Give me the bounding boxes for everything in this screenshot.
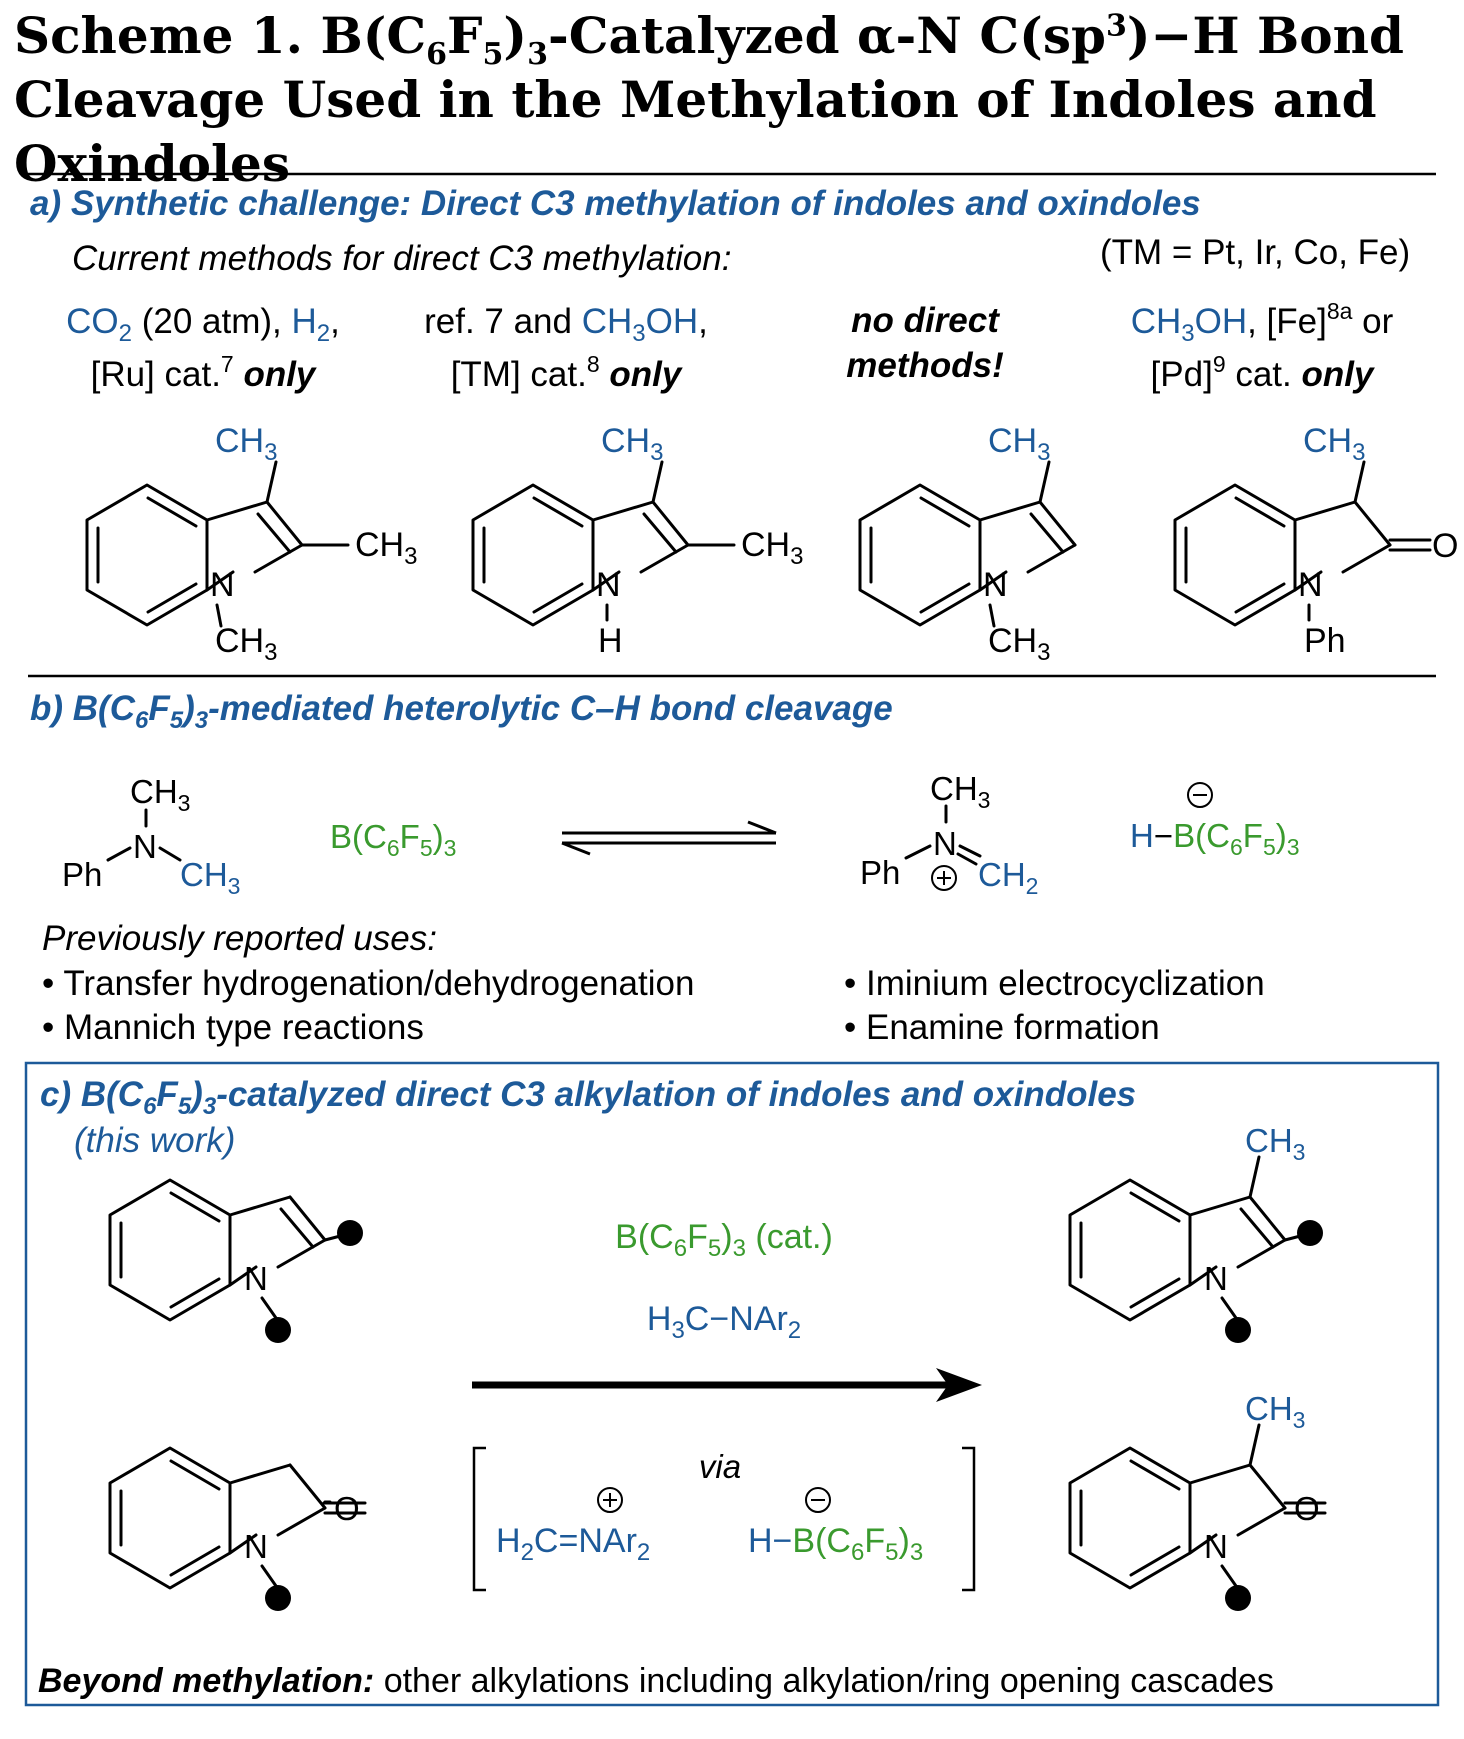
svg-text:N: N [244,1528,268,1565]
structure-dimethylaniline: CH3 N Ph CH3 [62,773,240,899]
structure-iminium: CH3 N Ph CH2 [860,770,1038,899]
svg-text:H2C=NAr2: H2C=NAr2 [496,1522,650,1566]
structure-dimethylindole: N CH3 CH3 [858,422,1077,666]
borohydride-intermediate: H−B(C6F5)3 [748,1487,923,1566]
substrate-indole: N [108,1178,363,1343]
svg-text:CH3: CH3 [215,422,277,466]
col1-line2: [Ru] cat.7 only [91,351,317,394]
structure-methyloxindole: N CH3 O Ph [1173,422,1458,660]
iminium-intermediate: H2C=NAr2 [496,1487,650,1566]
svg-text:CH3: CH3 [1245,1122,1305,1165]
svg-text:Ph: Ph [1304,622,1346,660]
previously-reported: Previously reported uses: [42,919,437,958]
col3-line2: methods! [846,346,1004,385]
svg-text:O: O [334,1490,360,1527]
methyl-reagent: H3C−NAr2 [647,1300,801,1344]
reaction-arrow [472,1368,982,1402]
svg-text:CH3: CH3 [988,622,1050,666]
use-1: • Transfer hydrogenation/dehydrogenation [42,964,694,1003]
svg-text:CH3: CH3 [601,422,663,466]
svg-text:CH2: CH2 [978,856,1038,899]
via-label: via [699,1448,741,1485]
svg-text:CH3: CH3 [1245,1390,1305,1433]
svg-text:N: N [596,566,621,604]
svg-text:N: N [244,1260,268,1297]
svg-text:CH3: CH3 [741,526,803,570]
svg-text:H−B(C6F5)3: H−B(C6F5)3 [748,1522,923,1566]
panel-b-heading: b) B(C6F5)3-mediated heterolytic C–H bon… [30,689,893,734]
col2-line1: ref. 7 and CH3OH, [424,302,708,347]
use-3: • Iminium electrocyclization [844,964,1265,1003]
svg-text:Ph: Ph [860,854,900,891]
structure-trimethylindole: N CH3 CH3 CH3 [85,422,417,666]
scheme-title: Scheme 1. B(C6F5)3-Catalyzed α-N C(sp3)−… [14,6,1404,193]
product-indole: N CH3 [1068,1122,1323,1343]
svg-text:CH3: CH3 [1303,422,1365,466]
this-work-label: (this work) [74,1121,235,1160]
svg-text:Ph: Ph [62,856,102,893]
svg-text:N: N [133,828,157,865]
svg-text:CH3: CH3 [988,422,1050,466]
svg-text:CH3: CH3 [930,770,990,813]
hydridoborate: H−B(C6F5)3 [1130,782,1300,860]
svg-text:N: N [1204,1528,1228,1565]
beyond-methylation: Beyond methylation: other alkylations in… [38,1662,1274,1700]
tm-note: (TM = Pt, Ir, Co, Fe) [1100,233,1410,272]
svg-text:N: N [983,566,1008,604]
panel-a-heading: a) Synthetic challenge: Direct C3 methyl… [30,184,1201,223]
svg-text:H−B(C6F5)3: H−B(C6F5)3 [1130,817,1300,860]
svg-text:N: N [1204,1260,1228,1297]
svg-text:N: N [1298,566,1323,604]
use-4: • Enamine formation [844,1008,1160,1047]
svg-text:O: O [1432,527,1458,565]
borane-reagent: B(C6F5)3 [330,818,456,861]
svg-text:O: O [1294,1490,1320,1527]
svg-text:CH3: CH3 [215,622,277,666]
catalyst-label: B(C6F5)3 (cat.) [615,1218,833,1262]
svg-text:N: N [210,566,235,604]
equilibrium-arrow [561,820,777,856]
col2-line2: [TM] cat.8 only [451,351,683,394]
svg-text:CH3: CH3 [180,856,240,899]
svg-text:N: N [933,825,957,862]
col4-line2: [Pd]9 cat. only [1151,351,1375,394]
current-methods-label: Current methods for direct C3 methylatio… [72,239,731,278]
panel-c-frame [24,1061,1440,1707]
col1-line1: CO2 (20 atm), H2, [66,302,340,347]
substrate-oxindole: N O [108,1446,367,1611]
svg-text:H: H [598,622,623,660]
svg-text:CH3: CH3 [130,773,190,816]
col4-line1: CH3OH, [Fe]8a or [1131,298,1394,347]
product-oxindole: N O CH3 [1068,1390,1327,1611]
use-2: • Mannich type reactions [42,1008,424,1047]
structure-dimethylindole-nh: N CH3 CH3 H [471,422,803,660]
svg-text:CH3: CH3 [355,526,417,570]
intermediate-bracket [472,1446,976,1592]
panel-c-heading: c) B(C6F5)3-catalyzed direct C3 alkylati… [40,1075,1136,1120]
col3-line1: no direct [851,301,1000,340]
